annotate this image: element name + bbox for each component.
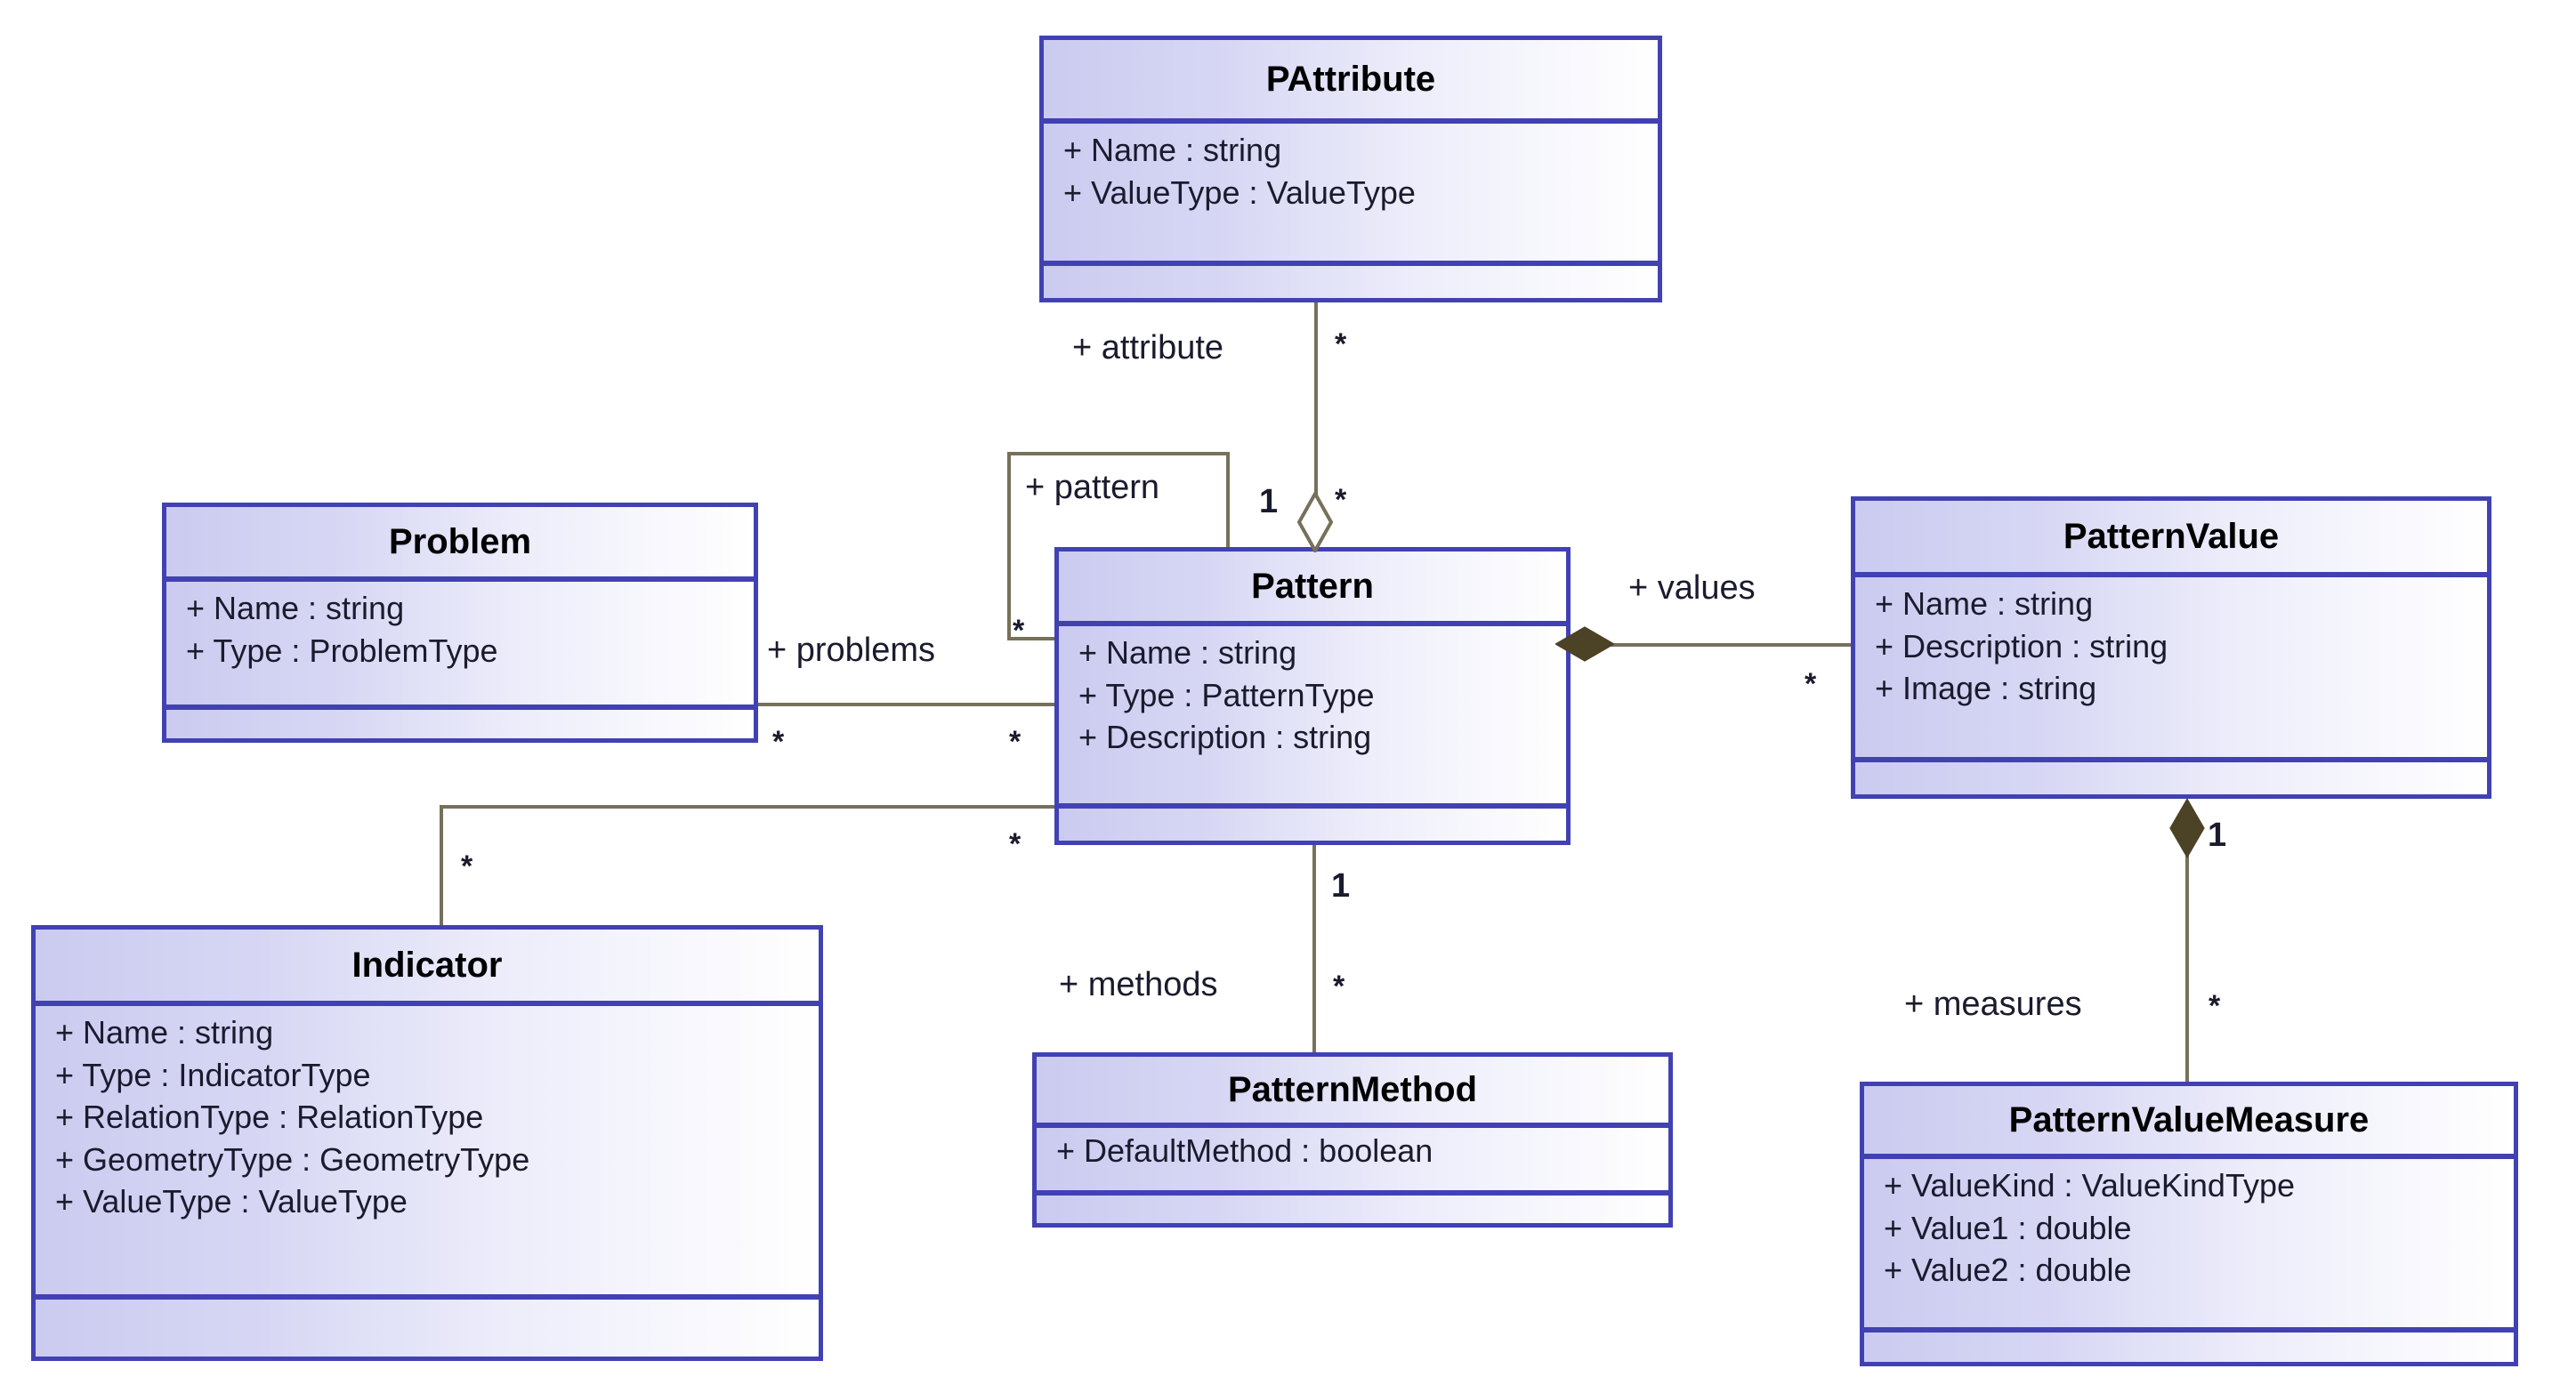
attribute-row: + DefaultMethod : boolean <box>1056 1132 1433 1169</box>
attribute-row: + Description : string <box>1875 627 2168 664</box>
attribute-row: + ValueType : ValueType <box>55 1183 408 1220</box>
class-box-patternmethod[interactable]: PatternMethod + DefaultMethod : boolean <box>1032 1052 1673 1228</box>
connector-pattern-self-bottom <box>1007 637 1061 640</box>
connector-pattern-self-right <box>1226 452 1230 550</box>
association-label-values: + values <box>1628 569 1756 607</box>
multiplicity-attribute-source-left: 1 <box>1259 483 1279 520</box>
attribute-row: + Image : string <box>1875 670 2097 707</box>
attribute-row: + Type : IndicatorType <box>55 1056 371 1093</box>
connector-pattern-self-top <box>1007 452 1230 455</box>
class-attributes-pattern: + Name : string + Type : PatternType + D… <box>1059 626 1566 809</box>
attribute-row: + Name : string <box>186 590 405 626</box>
class-box-indicator[interactable]: Indicator + Name : string + Type : Indic… <box>31 925 823 1361</box>
class-attributes-patternvaluemeasure: + ValueKind : ValueKindType + Value1 : d… <box>1864 1159 2514 1333</box>
association-label-measures: + measures <box>1904 986 2082 1023</box>
attribute-row: + Value2 : double <box>1884 1252 2132 1289</box>
multiplicity-methods-source: 1 <box>1331 867 1351 905</box>
association-label-methods: + methods <box>1059 966 1218 1003</box>
attribute-row: + Type : PatternType <box>1078 676 1375 713</box>
class-box-patternvalue[interactable]: PatternValue + Name : string + Descripti… <box>1851 496 2491 799</box>
connector-pattern-self-left <box>1007 452 1011 640</box>
attribute-row: + Name : string <box>55 1014 274 1051</box>
class-attributes-problem: + Name : string + Type : ProblemType <box>166 582 754 710</box>
multiplicity-values-target: * <box>1805 667 1817 701</box>
association-label-attribute: + attribute <box>1072 329 1224 366</box>
connector-methods <box>1312 843 1316 1052</box>
attribute-row: + Name : string <box>1063 132 1282 168</box>
connector-indicator-vertical <box>440 805 443 925</box>
attribute-row: + Description : string <box>1078 719 1372 756</box>
multiplicity-problems-top: * <box>1013 614 1025 648</box>
attribute-row: + GeometryType : GeometryType <box>55 1140 530 1178</box>
class-attributes-patternmethod: + DefaultMethod : boolean <box>1037 1128 1668 1196</box>
class-name-patternvaluemeasure: PatternValueMeasure <box>1864 1086 2514 1159</box>
attribute-row: + RelationType : RelationType <box>55 1099 484 1136</box>
class-name-patternmethod: PatternMethod <box>1037 1057 1668 1128</box>
attribute-row: + ValueType : ValueType <box>1063 173 1416 211</box>
connector-attribute <box>1314 298 1318 538</box>
class-attributes-indicator: + Name : string + Type : IndicatorType +… <box>36 1006 819 1300</box>
composition-diamond-measures <box>2169 799 2205 858</box>
attribute-row: + ValueKind : ValueKindType <box>1884 1167 2295 1204</box>
aggregation-diamond-attribute <box>1296 492 1334 552</box>
multiplicity-problems-left: * <box>772 725 785 759</box>
class-box-problem[interactable]: Problem + Name : string + Type : Problem… <box>162 503 758 743</box>
attribute-row: + Value1 : double <box>1884 1209 2132 1246</box>
composition-diamond-values <box>1555 626 1614 662</box>
attribute-row: + Name : string <box>1078 634 1297 671</box>
class-box-pattern[interactable]: Pattern + Name : string + Type : Pattern… <box>1054 547 1571 845</box>
connector-problems <box>752 703 1054 706</box>
class-name-pattern: Pattern <box>1059 552 1566 626</box>
class-name-indicator: Indicator <box>36 930 819 1006</box>
class-attributes-patternvalue: + Name : string + Description : string +… <box>1855 577 2487 762</box>
connector-indicator-horizontal <box>440 805 1057 809</box>
connector-values <box>1593 643 1851 647</box>
class-attributes-pattribute: + Name : string + ValueType : ValueType <box>1044 124 1658 266</box>
class-name-patternvalue: PatternValue <box>1855 501 2487 577</box>
class-name-pattribute: PAttribute <box>1044 40 1658 124</box>
association-label-problems: + problems <box>767 632 936 669</box>
multiplicity-measures-source: 1 <box>2208 817 2227 854</box>
attribute-row: + Type : ProblemType <box>186 632 498 669</box>
multiplicity-attribute-target: * <box>1335 327 1347 361</box>
multiplicity-indicator-left: * <box>461 849 473 883</box>
connector-measures <box>2185 815 2189 1082</box>
association-label-pattern-self: + pattern <box>1025 469 1160 506</box>
class-box-patternvaluemeasure[interactable]: PatternValueMeasure + ValueKind : ValueK… <box>1860 1082 2518 1366</box>
multiplicity-methods-target: * <box>1333 970 1345 1003</box>
class-name-problem: Problem <box>166 507 754 582</box>
multiplicity-measures-target: * <box>2209 989 2221 1023</box>
multiplicity-problems-right: * <box>1009 725 1022 759</box>
multiplicity-indicator-right: * <box>1009 827 1022 861</box>
attribute-row: + Name : string <box>1875 585 2094 622</box>
multiplicity-attribute-source-right: * <box>1335 483 1347 517</box>
class-box-pattribute[interactable]: PAttribute + Name : string + ValueType :… <box>1039 36 1662 302</box>
